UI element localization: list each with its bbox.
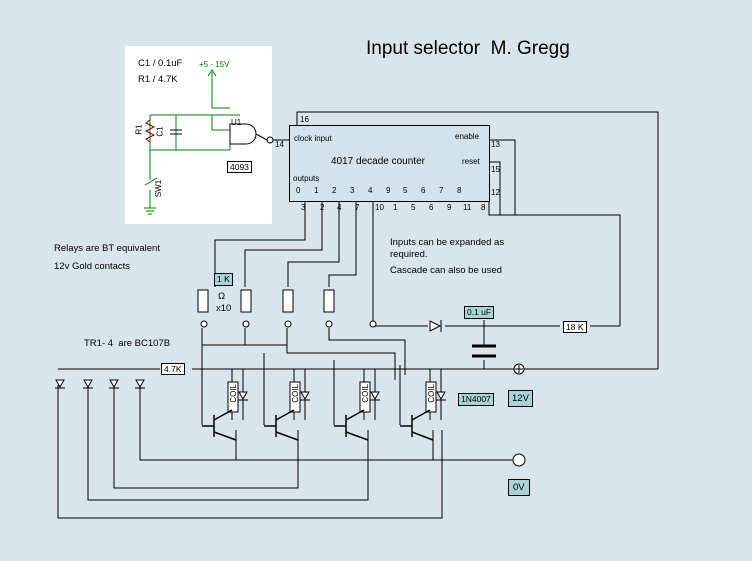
indicator-leds — [55, 379, 145, 389]
resistor-18k-label: 18 K — [563, 321, 587, 333]
coil-label-4: COIL — [427, 384, 436, 403]
nand-gate — [229, 123, 257, 145]
output-2: 2 — [332, 186, 337, 195]
note-cascade: Cascade can also be used — [390, 265, 502, 276]
gate-output — [255, 133, 268, 141]
ohm-label: Ω — [218, 291, 226, 302]
chip-4093-label: 4093 — [227, 161, 252, 173]
pin-2: 2 — [320, 203, 325, 212]
note-transistors: TR1- 4 are BC107B — [84, 338, 171, 349]
note-contacts: 12v Gold contacts — [54, 261, 131, 272]
pin13-label: 13 — [491, 140, 500, 149]
pin-11: 11 — [463, 203, 472, 212]
output-6: 6 — [421, 186, 426, 195]
output-7: 7 — [439, 186, 444, 195]
reset-label: reset — [462, 157, 480, 166]
v0-label: 0V — [508, 479, 530, 496]
zero-terminal — [512, 453, 526, 467]
pin-9: 9 — [447, 203, 452, 212]
inset-u1: U1 — [231, 118, 242, 127]
pin-8: 8 — [481, 203, 486, 212]
output-8: 8 — [457, 186, 462, 195]
output-9: 9 — [386, 186, 391, 195]
note-relays: Relays are BT equivalent — [54, 243, 160, 254]
r1-resistor — [144, 119, 156, 143]
inset-circuit — [144, 69, 240, 215]
timing-capacitor — [472, 344, 496, 358]
diode-label: 1N4007 — [458, 393, 494, 406]
output-1: 1 — [314, 186, 319, 195]
enable-label: enable — [455, 132, 480, 141]
relay-coils — [227, 381, 437, 413]
pin-5: 5 — [411, 203, 416, 212]
counter-chip — [289, 125, 490, 202]
nand-bubble — [266, 136, 274, 144]
resistor-47k-label: 4.7K — [161, 363, 185, 375]
pin-3: 3 — [301, 203, 306, 212]
inset-r1-label: R1 — [134, 124, 144, 135]
relay-contacts — [197, 289, 377, 328]
inset-c1: C1 / 0.1uF — [138, 58, 183, 69]
pin16-label: 16 — [300, 115, 309, 124]
pin15-label: 15 — [491, 165, 500, 174]
inset-sw1-label: SW1 — [154, 179, 164, 198]
inset-supply: +5 - 15V — [199, 60, 230, 69]
transistors — [202, 409, 434, 441]
pin-7: 7 — [355, 203, 360, 212]
output-3: 3 — [350, 186, 355, 195]
coil-label-3: COIL — [361, 384, 370, 403]
outputs-label: outputs — [293, 174, 320, 183]
series-diode — [429, 320, 442, 332]
pin-1: 1 — [393, 203, 398, 212]
c1-capacitor — [170, 129, 182, 135]
clock-input-label: clock input — [294, 134, 332, 143]
page-title: Input selector M. Gregg — [366, 38, 570, 59]
coil-label-2: COIL — [291, 384, 300, 403]
pin-10: 10 — [375, 203, 384, 212]
pin-6: 6 — [429, 203, 434, 212]
coil-label-1: COIL — [229, 384, 238, 403]
output-4: 4 — [368, 186, 373, 195]
note-expand-1: Inputs can be expanded as — [390, 237, 505, 248]
pin12-label: 12 — [491, 188, 500, 197]
flyback-diodes — [238, 391, 446, 401]
inset-c1-label: C1 — [155, 126, 165, 137]
pin14-label: 14 — [275, 140, 284, 149]
x10-label: x10 — [216, 303, 232, 314]
output-0: 0 — [296, 186, 301, 195]
output-5: 5 — [403, 186, 408, 195]
cap-label: 0.1 uF — [464, 306, 495, 319]
note-expand-2: required. — [390, 249, 428, 260]
v12-label: 12V — [508, 390, 533, 407]
resistor-1k-label: 1 K — [214, 273, 233, 286]
pin-4: 4 — [337, 203, 342, 212]
counter-name: 4017 decade counter — [331, 156, 425, 167]
inset-r1: R1 / 4.7K — [138, 74, 178, 85]
